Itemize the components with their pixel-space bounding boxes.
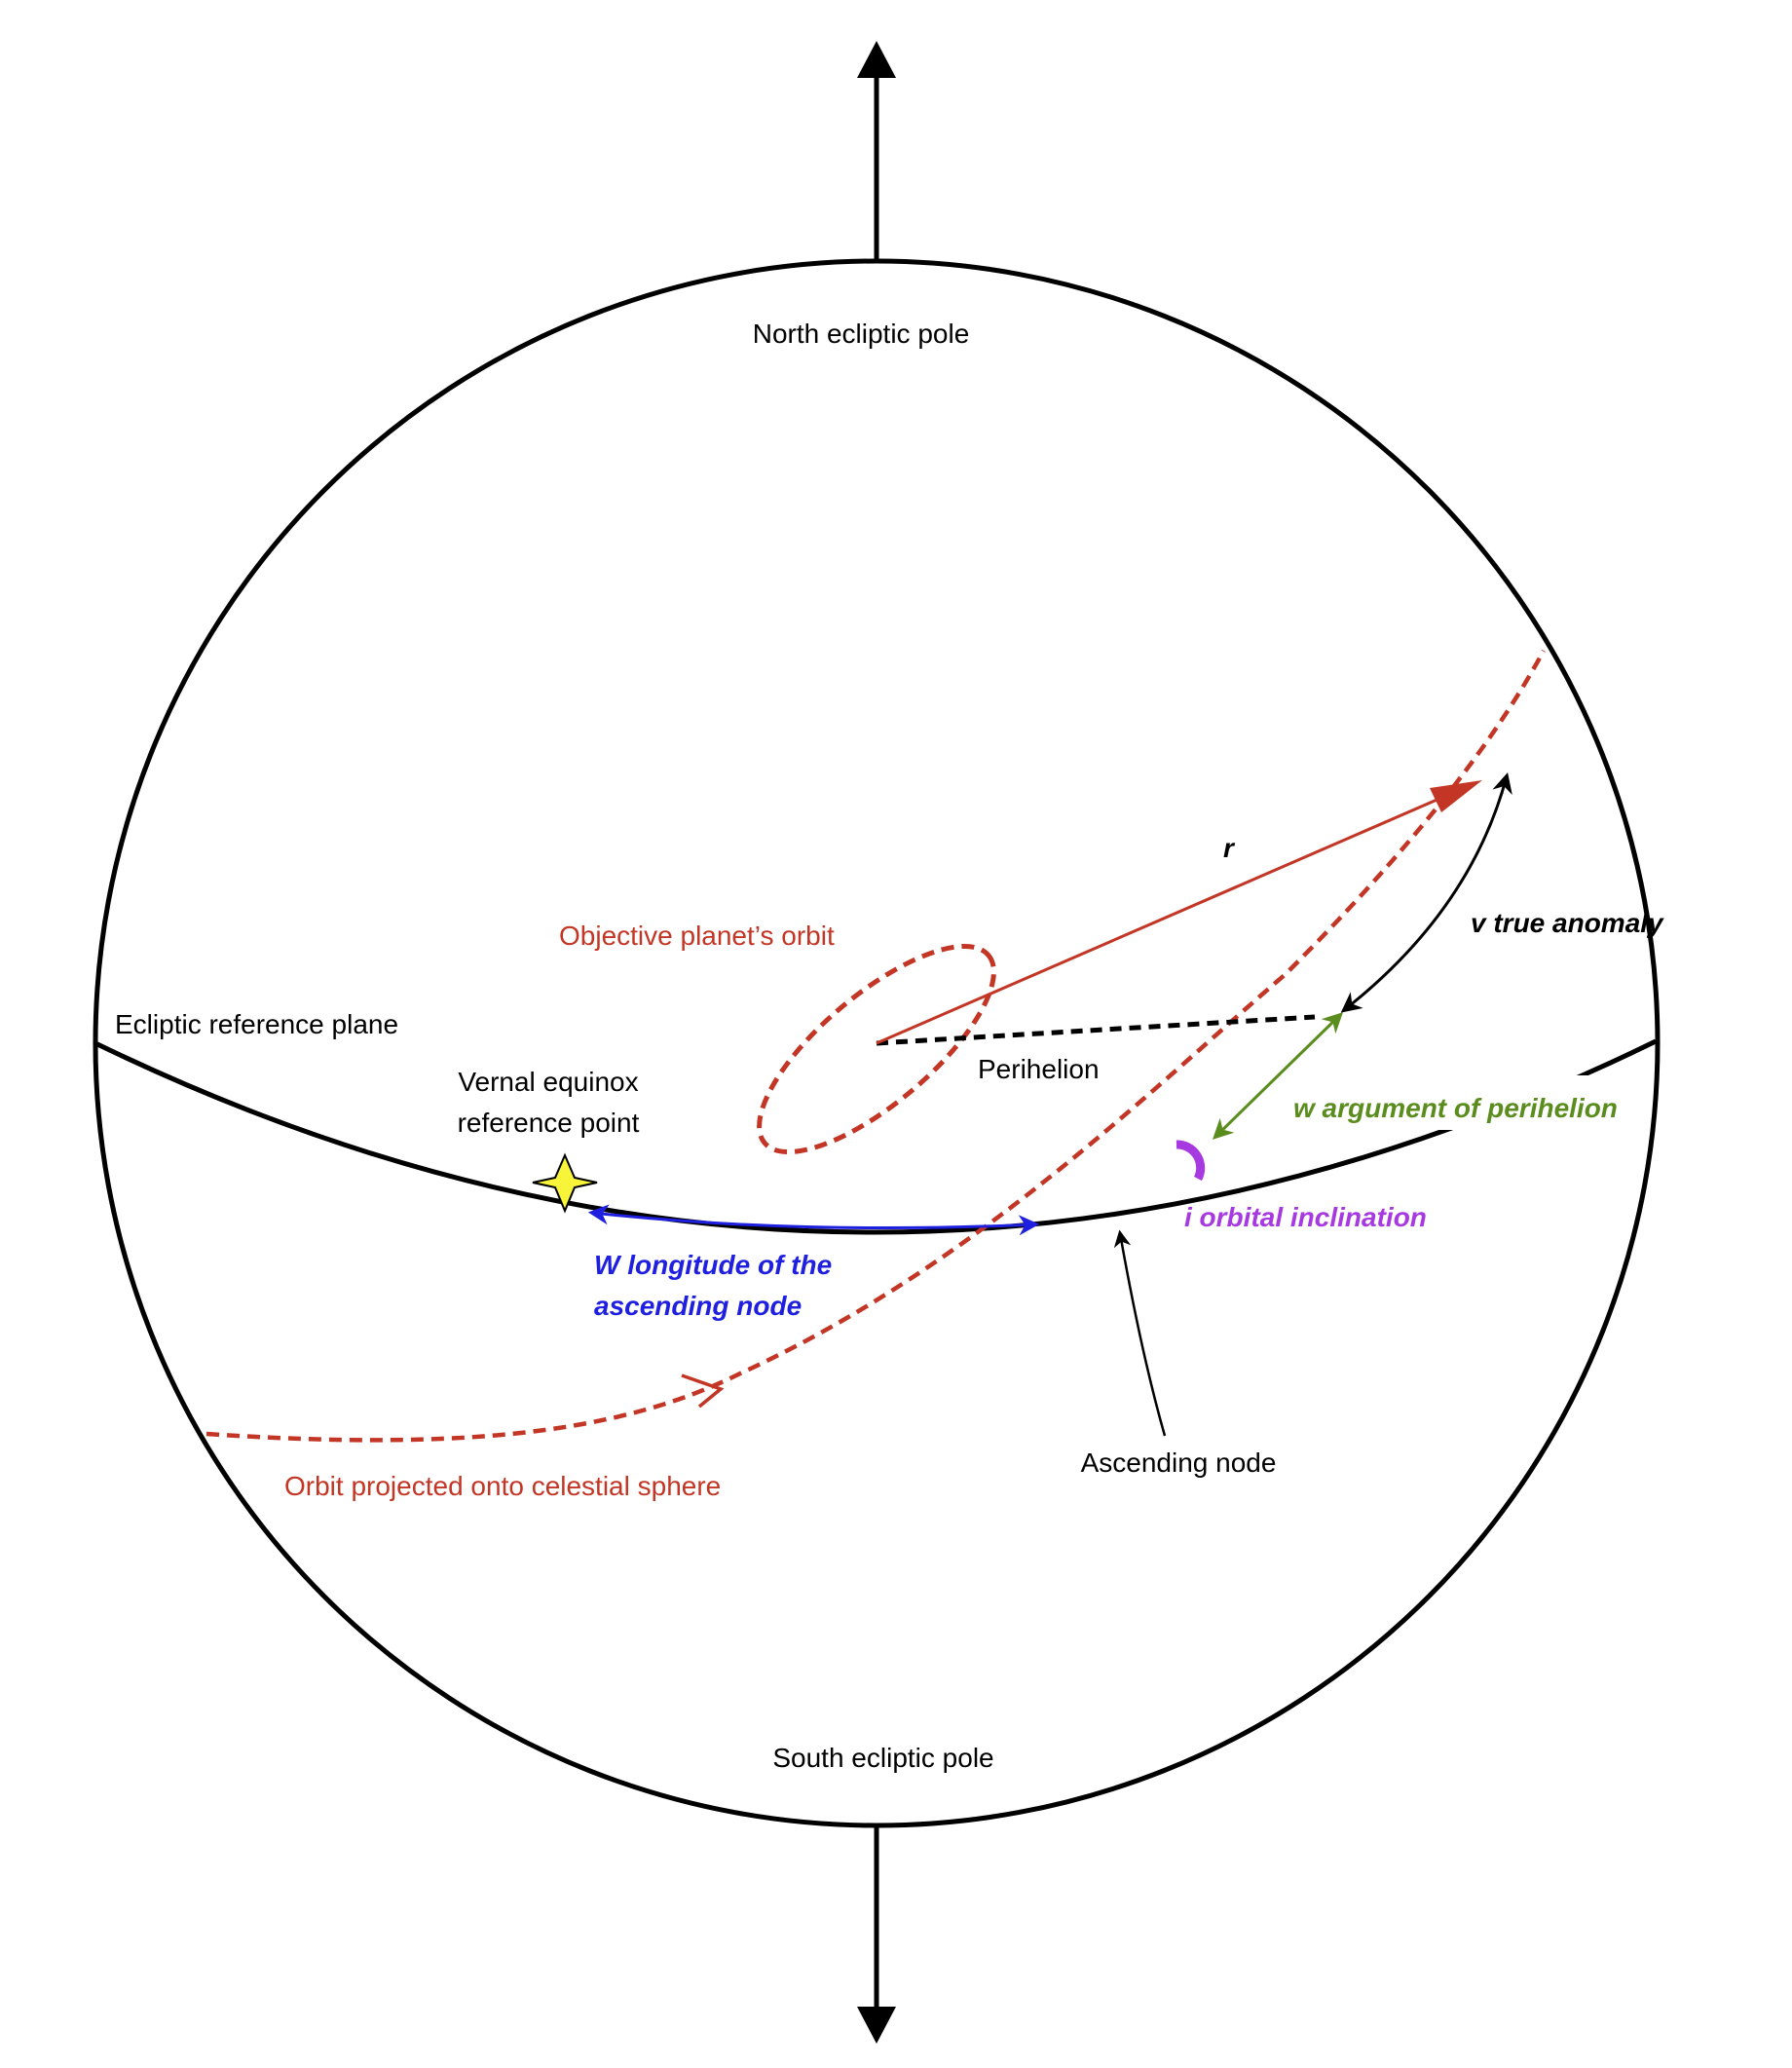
projected-orbit-curve (205, 649, 1546, 1443)
vernal-equinox-star-icon (532, 1152, 598, 1214)
planet-orbit-label: Objective planet’s orbit (559, 921, 835, 951)
south-arrow-head-icon (857, 2007, 896, 2044)
longitude-arrow (587, 1204, 1040, 1236)
radius-vector (876, 796, 1442, 1045)
argument-of-perihelion-arrow (1212, 1012, 1344, 1140)
north-pole-label: North ecliptic pole (753, 319, 970, 349)
longitude-label-line2: ascending node (594, 1291, 802, 1321)
longitude-label-line1: W longitude of the (594, 1250, 832, 1280)
perihelion-label: Perihelion (978, 1054, 1100, 1084)
vernal-equinox-label-line1: Vernal equinox (458, 1067, 638, 1097)
ascending-node-label: Ascending node (1081, 1448, 1277, 1478)
ecliptic-plane-label: Ecliptic reference plane (115, 1009, 398, 1039)
inclination-label: i orbital inclination (1184, 1202, 1427, 1232)
ascending-node-pointer (1113, 1229, 1167, 1437)
orbit-direction-arrow-icon (681, 1373, 725, 1409)
argument-of-perihelion-label: w argument of perihelion (1293, 1093, 1618, 1123)
planet-orbit-ellipse (757, 943, 996, 1155)
vernal-equinox-label-line2: reference point (458, 1108, 640, 1138)
true-anomaly-label: v true anomaly (1471, 908, 1664, 938)
north-arrow-head-icon (857, 41, 896, 78)
radius-arrow-head-icon (1430, 780, 1482, 812)
radius-label: r (1223, 833, 1236, 863)
inclination-arc (1176, 1140, 1206, 1182)
south-pole-label: South ecliptic pole (772, 1743, 993, 1773)
perihelion-line (876, 1014, 1316, 1046)
projected-orbit-label: Orbit projected onto celestial sphere (284, 1471, 721, 1501)
true-anomaly-arrow (1340, 771, 1512, 1013)
